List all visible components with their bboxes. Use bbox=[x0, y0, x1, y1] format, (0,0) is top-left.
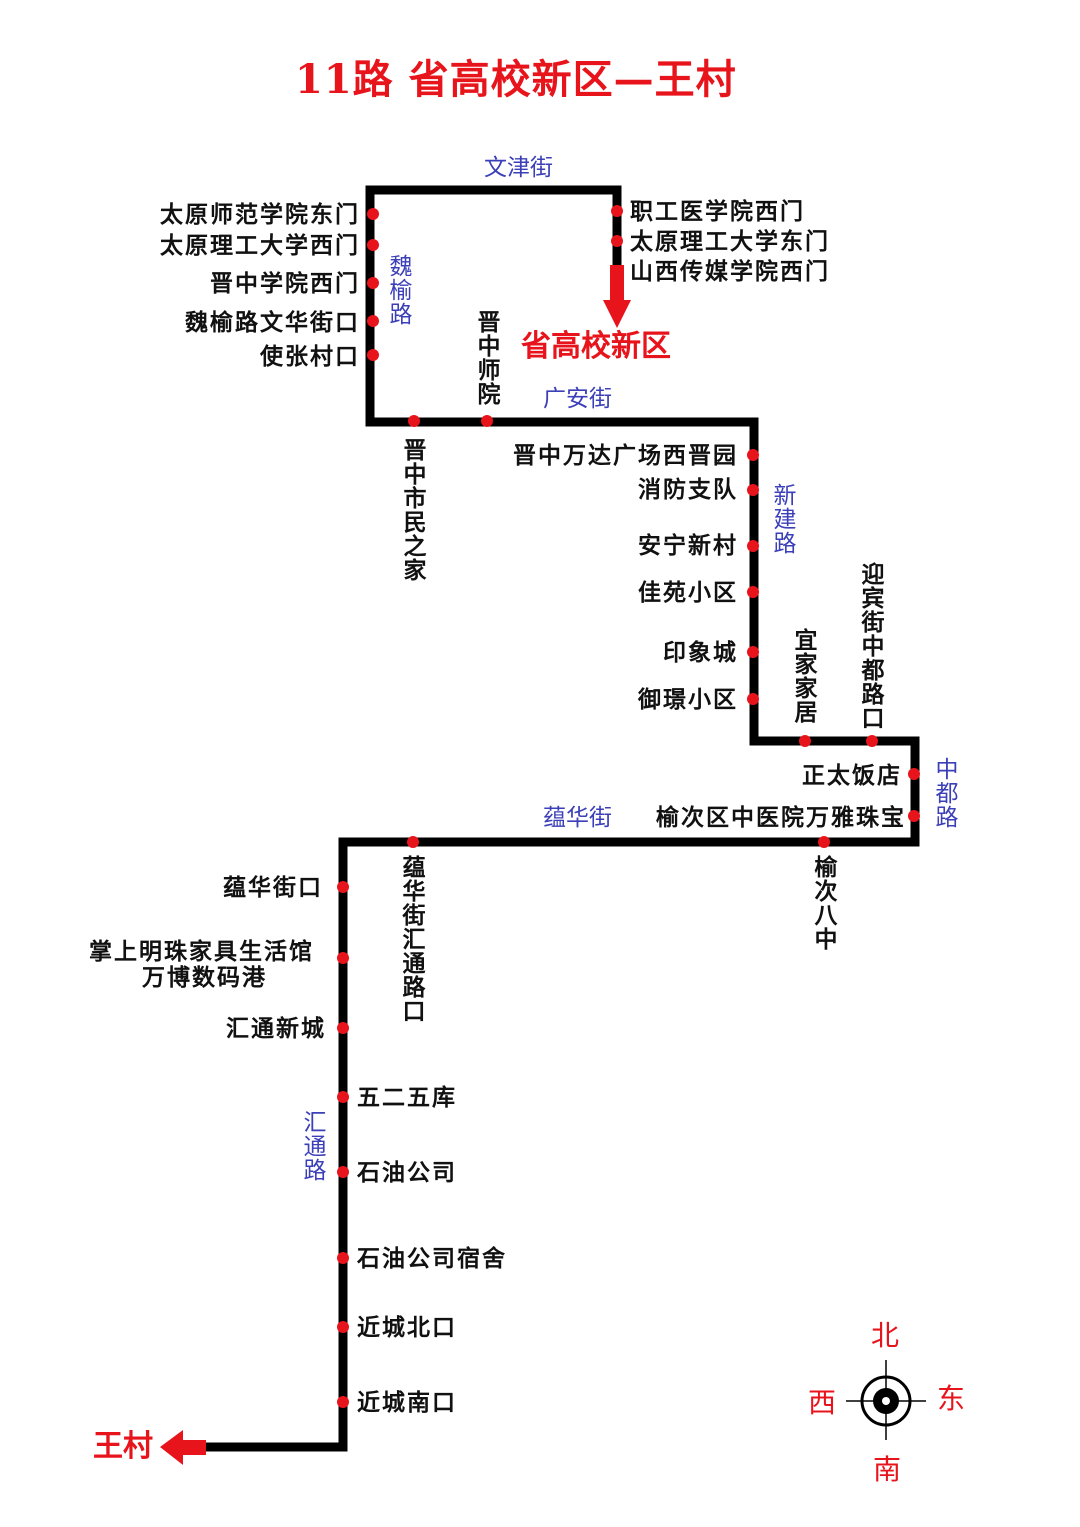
compass-north: 北 bbox=[871, 1319, 900, 1352]
road-label-weiyu: 魏榆路 bbox=[385, 254, 411, 326]
stop-label: 消防支队 bbox=[638, 476, 738, 503]
stop-dot bbox=[747, 693, 759, 705]
stop-dot bbox=[866, 735, 878, 747]
stop-label: 榆次八中 bbox=[810, 855, 837, 951]
stop-label: 晋中学院西门 bbox=[210, 270, 360, 297]
stop-dot bbox=[367, 277, 379, 289]
stop-dots bbox=[337, 205, 920, 1408]
compass-east: 东 bbox=[937, 1382, 966, 1415]
road-label-zhongdu: 中都路 bbox=[931, 757, 957, 829]
road-label-guangan: 广安街 bbox=[543, 386, 612, 412]
stop-label: 晋中师院 bbox=[473, 310, 500, 406]
stop-label: 榆次区中医院万雅珠宝 bbox=[656, 804, 906, 831]
stop-label: 山西传媒学院西门 bbox=[630, 258, 830, 285]
stop-label: 使张村口 bbox=[260, 343, 360, 370]
stop-dot bbox=[337, 1166, 349, 1178]
stop-dot bbox=[611, 235, 623, 247]
stop-dot bbox=[337, 952, 349, 964]
stop-label: 正太饭店 bbox=[802, 762, 902, 789]
stop-dot bbox=[908, 768, 920, 780]
stop-label: 近城北口 bbox=[357, 1314, 457, 1341]
road-label-wenjin: 文津街 bbox=[484, 155, 553, 181]
stop-label: 职工医学院西门 bbox=[630, 198, 805, 225]
stop-label: 蕴华街口 bbox=[223, 874, 323, 901]
stop-label: 印象城 bbox=[663, 639, 738, 666]
end-arrow-icon bbox=[160, 1430, 183, 1465]
stop-label: 汇通新城 bbox=[226, 1015, 326, 1042]
stop-label: 近城南口 bbox=[357, 1389, 457, 1416]
stop-dot bbox=[747, 449, 759, 461]
road-label-yunhua: 蕴华街 bbox=[543, 805, 612, 831]
stop-dot bbox=[337, 1396, 349, 1408]
route-title: 11路 省高校新区—王村 bbox=[295, 56, 737, 103]
stop-label: 晋中市民之家 bbox=[399, 438, 426, 582]
compass-west: 西 bbox=[808, 1386, 837, 1419]
road-label-huitong: 汇通路 bbox=[299, 1110, 325, 1182]
terminal-end: 王村 bbox=[93, 1429, 153, 1464]
end-arrow-shaft bbox=[182, 1440, 206, 1455]
stop-dot bbox=[481, 415, 493, 427]
stop-label: 安宁新村 bbox=[638, 532, 738, 559]
route-line bbox=[200, 185, 920, 1452]
compass-south: 南 bbox=[873, 1453, 902, 1486]
stop-label: 晋中万达广场西晋园 bbox=[513, 442, 738, 469]
stop-dot bbox=[747, 586, 759, 598]
stop-label: 万博数码港 bbox=[142, 964, 267, 991]
stop-dot bbox=[908, 810, 920, 822]
stop-dot bbox=[367, 208, 379, 220]
stop-dot bbox=[337, 1252, 349, 1264]
stop-dot bbox=[367, 315, 379, 327]
stop-dot bbox=[747, 540, 759, 552]
stop-label: 佳苑小区 bbox=[638, 579, 738, 606]
stop-label: 太原理工大学东门 bbox=[630, 228, 830, 255]
stop-dot bbox=[611, 205, 623, 217]
stop-dot bbox=[337, 1321, 349, 1333]
stop-label: 蕴华街汇通路口 bbox=[398, 855, 425, 1023]
stop-dot bbox=[747, 646, 759, 658]
stop-label: 迎宾街中都路口 bbox=[857, 562, 884, 730]
stop-label: 石油公司 bbox=[357, 1159, 457, 1186]
stop-dot bbox=[337, 1091, 349, 1103]
stop-dot bbox=[367, 239, 379, 251]
stop-dot bbox=[367, 349, 379, 361]
stop-dot bbox=[818, 836, 830, 848]
stop-dot bbox=[407, 836, 419, 848]
stop-dot bbox=[337, 881, 349, 893]
stop-label: 五二五库 bbox=[357, 1084, 457, 1111]
stop-dot bbox=[747, 484, 759, 496]
stop-dot bbox=[611, 265, 623, 277]
road-label-xinjian: 新建路 bbox=[769, 483, 795, 555]
start-arrow-icon bbox=[603, 300, 631, 328]
stop-label: 宜家家居 bbox=[790, 628, 817, 724]
terminal-start: 省高校新区 bbox=[521, 329, 671, 364]
compass-icon bbox=[846, 1360, 926, 1440]
stop-dot bbox=[799, 735, 811, 747]
stop-label: 掌上明珠家具生活馆 bbox=[89, 938, 314, 965]
stop-label: 魏榆路文华街口 bbox=[185, 309, 360, 336]
stop-label: 御璟小区 bbox=[638, 686, 738, 713]
stop-label: 太原师范学院东门 bbox=[160, 201, 360, 228]
stop-dot bbox=[337, 1022, 349, 1034]
stop-label: 石油公司宿舍 bbox=[357, 1245, 507, 1272]
stop-label: 太原理工大学西门 bbox=[160, 232, 360, 259]
stop-dot bbox=[408, 415, 420, 427]
